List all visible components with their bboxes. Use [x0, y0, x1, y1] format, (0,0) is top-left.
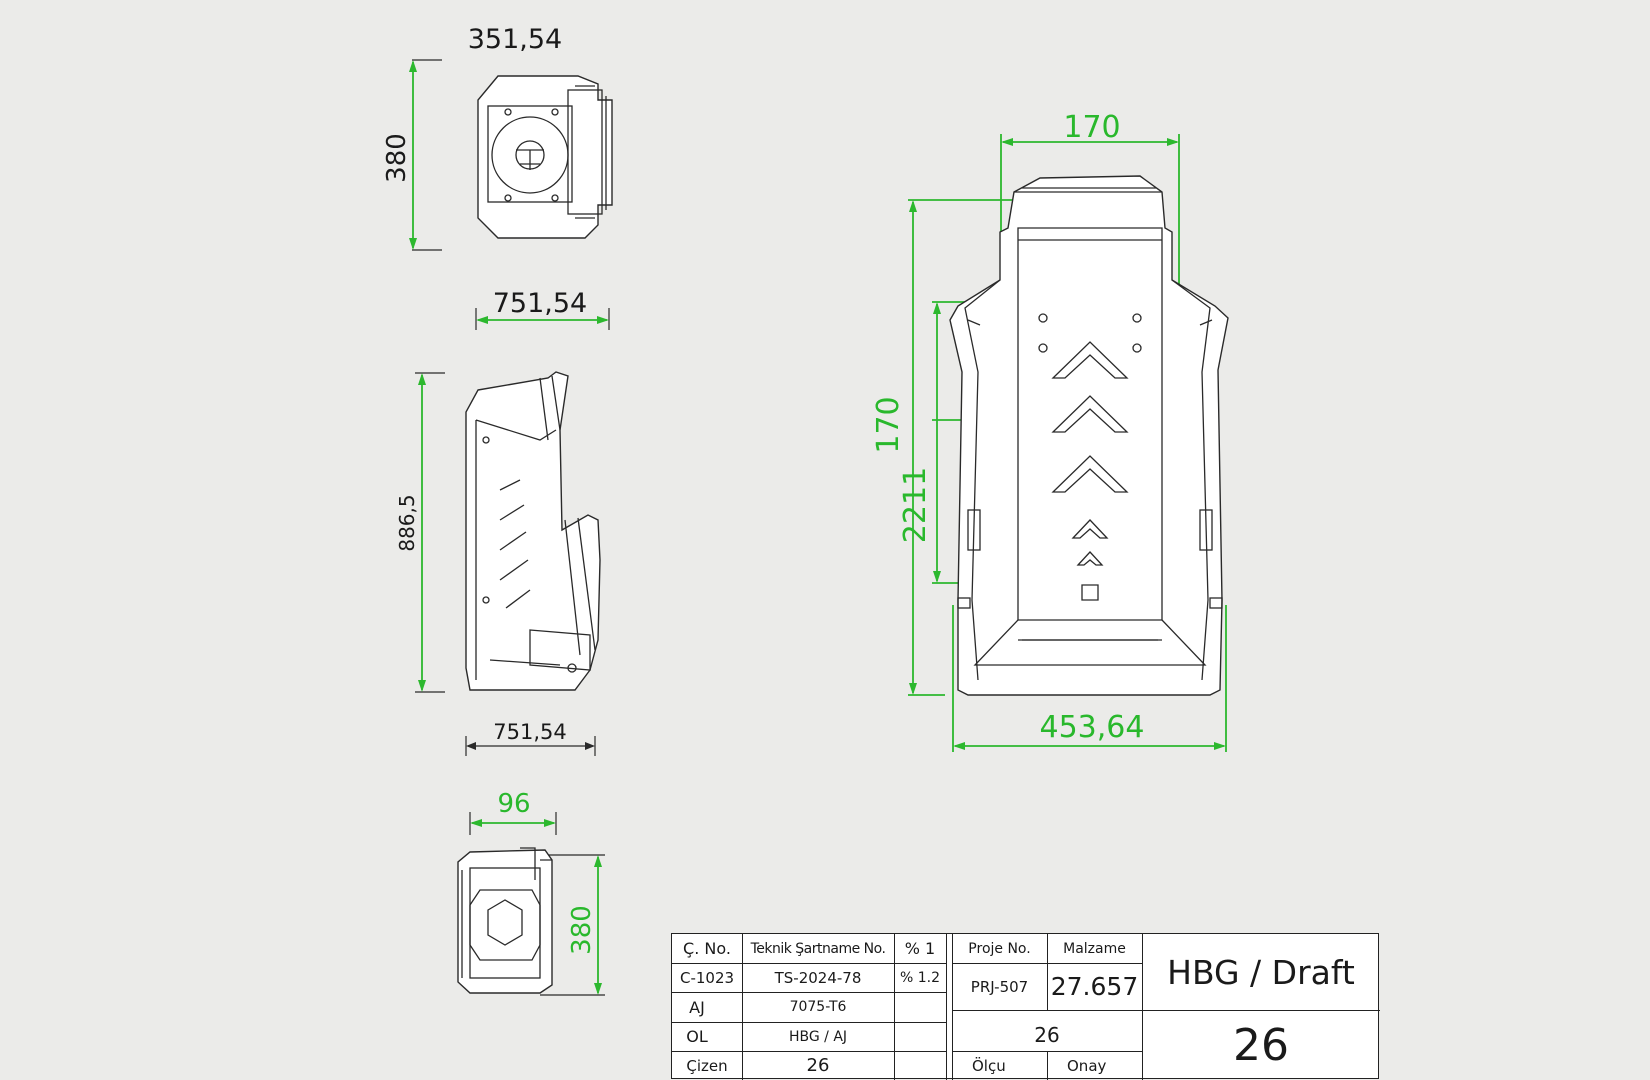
col2-row2: 7075-T6 [789, 999, 847, 1015]
main-height-label: 170 [871, 396, 906, 453]
col1-header: Ç. No. [683, 939, 731, 958]
bottom-view-width-label: 96 [497, 789, 530, 819]
col1-row1: C-1023 [679, 968, 735, 987]
mid-value: 26 [1034, 1022, 1060, 1047]
malzeme-value: 27.657 [1050, 972, 1139, 1001]
title-block: Ç. No. Teknik Şartname No. % 1 C-1023 TS… [671, 933, 1380, 1080]
col1-row2: AJ [689, 997, 705, 1017]
main-top-width-label: 170 [1063, 110, 1120, 145]
proje-value: PRJ-507 [970, 977, 1029, 996]
col1-row3: OL [686, 1027, 708, 1046]
main-inner-height-label: 2211 [898, 467, 933, 543]
col2-row1: TS-2024-78 [774, 968, 862, 987]
col2-row4: 26 [806, 1055, 830, 1076]
col3-header: % 1 [904, 939, 936, 958]
onay-label: Onay [1067, 1056, 1107, 1075]
drawing-title: HBG / Draft [1167, 952, 1355, 992]
proje-header: Proje No. [968, 940, 1031, 957]
front-view-height-label: 886,5 [395, 494, 419, 551]
main-bottom-width-label: 453,64 [1040, 710, 1145, 745]
col1-row4: Çizen [686, 1056, 728, 1075]
bottom-view-height-label: 380 [567, 905, 597, 955]
bottom-view: 96 380 [457, 789, 605, 996]
top-view-width-label: 351,54 [468, 24, 562, 55]
olcu-label: Ölçu [972, 1056, 1006, 1075]
top-view-height-label: 380 [382, 133, 412, 183]
malzeme-header: Malzame [1063, 940, 1126, 957]
front-view: 751,54 886,5 751,54 [395, 288, 610, 756]
front-view-top-width-label: 751,54 [493, 288, 587, 319]
col2-row3: HBG / AJ [788, 1028, 848, 1045]
col2-header: Teknik Şartname No. [750, 940, 886, 957]
main-view: 170 170 2211 453,64 [871, 110, 1229, 752]
top-view: 351,54 380 [382, 24, 613, 251]
col3-row1: % 1.2 [899, 969, 941, 986]
front-view-bottom-width-label: 751,54 [493, 720, 566, 744]
sheet-number: 26 [1233, 1019, 1289, 1071]
